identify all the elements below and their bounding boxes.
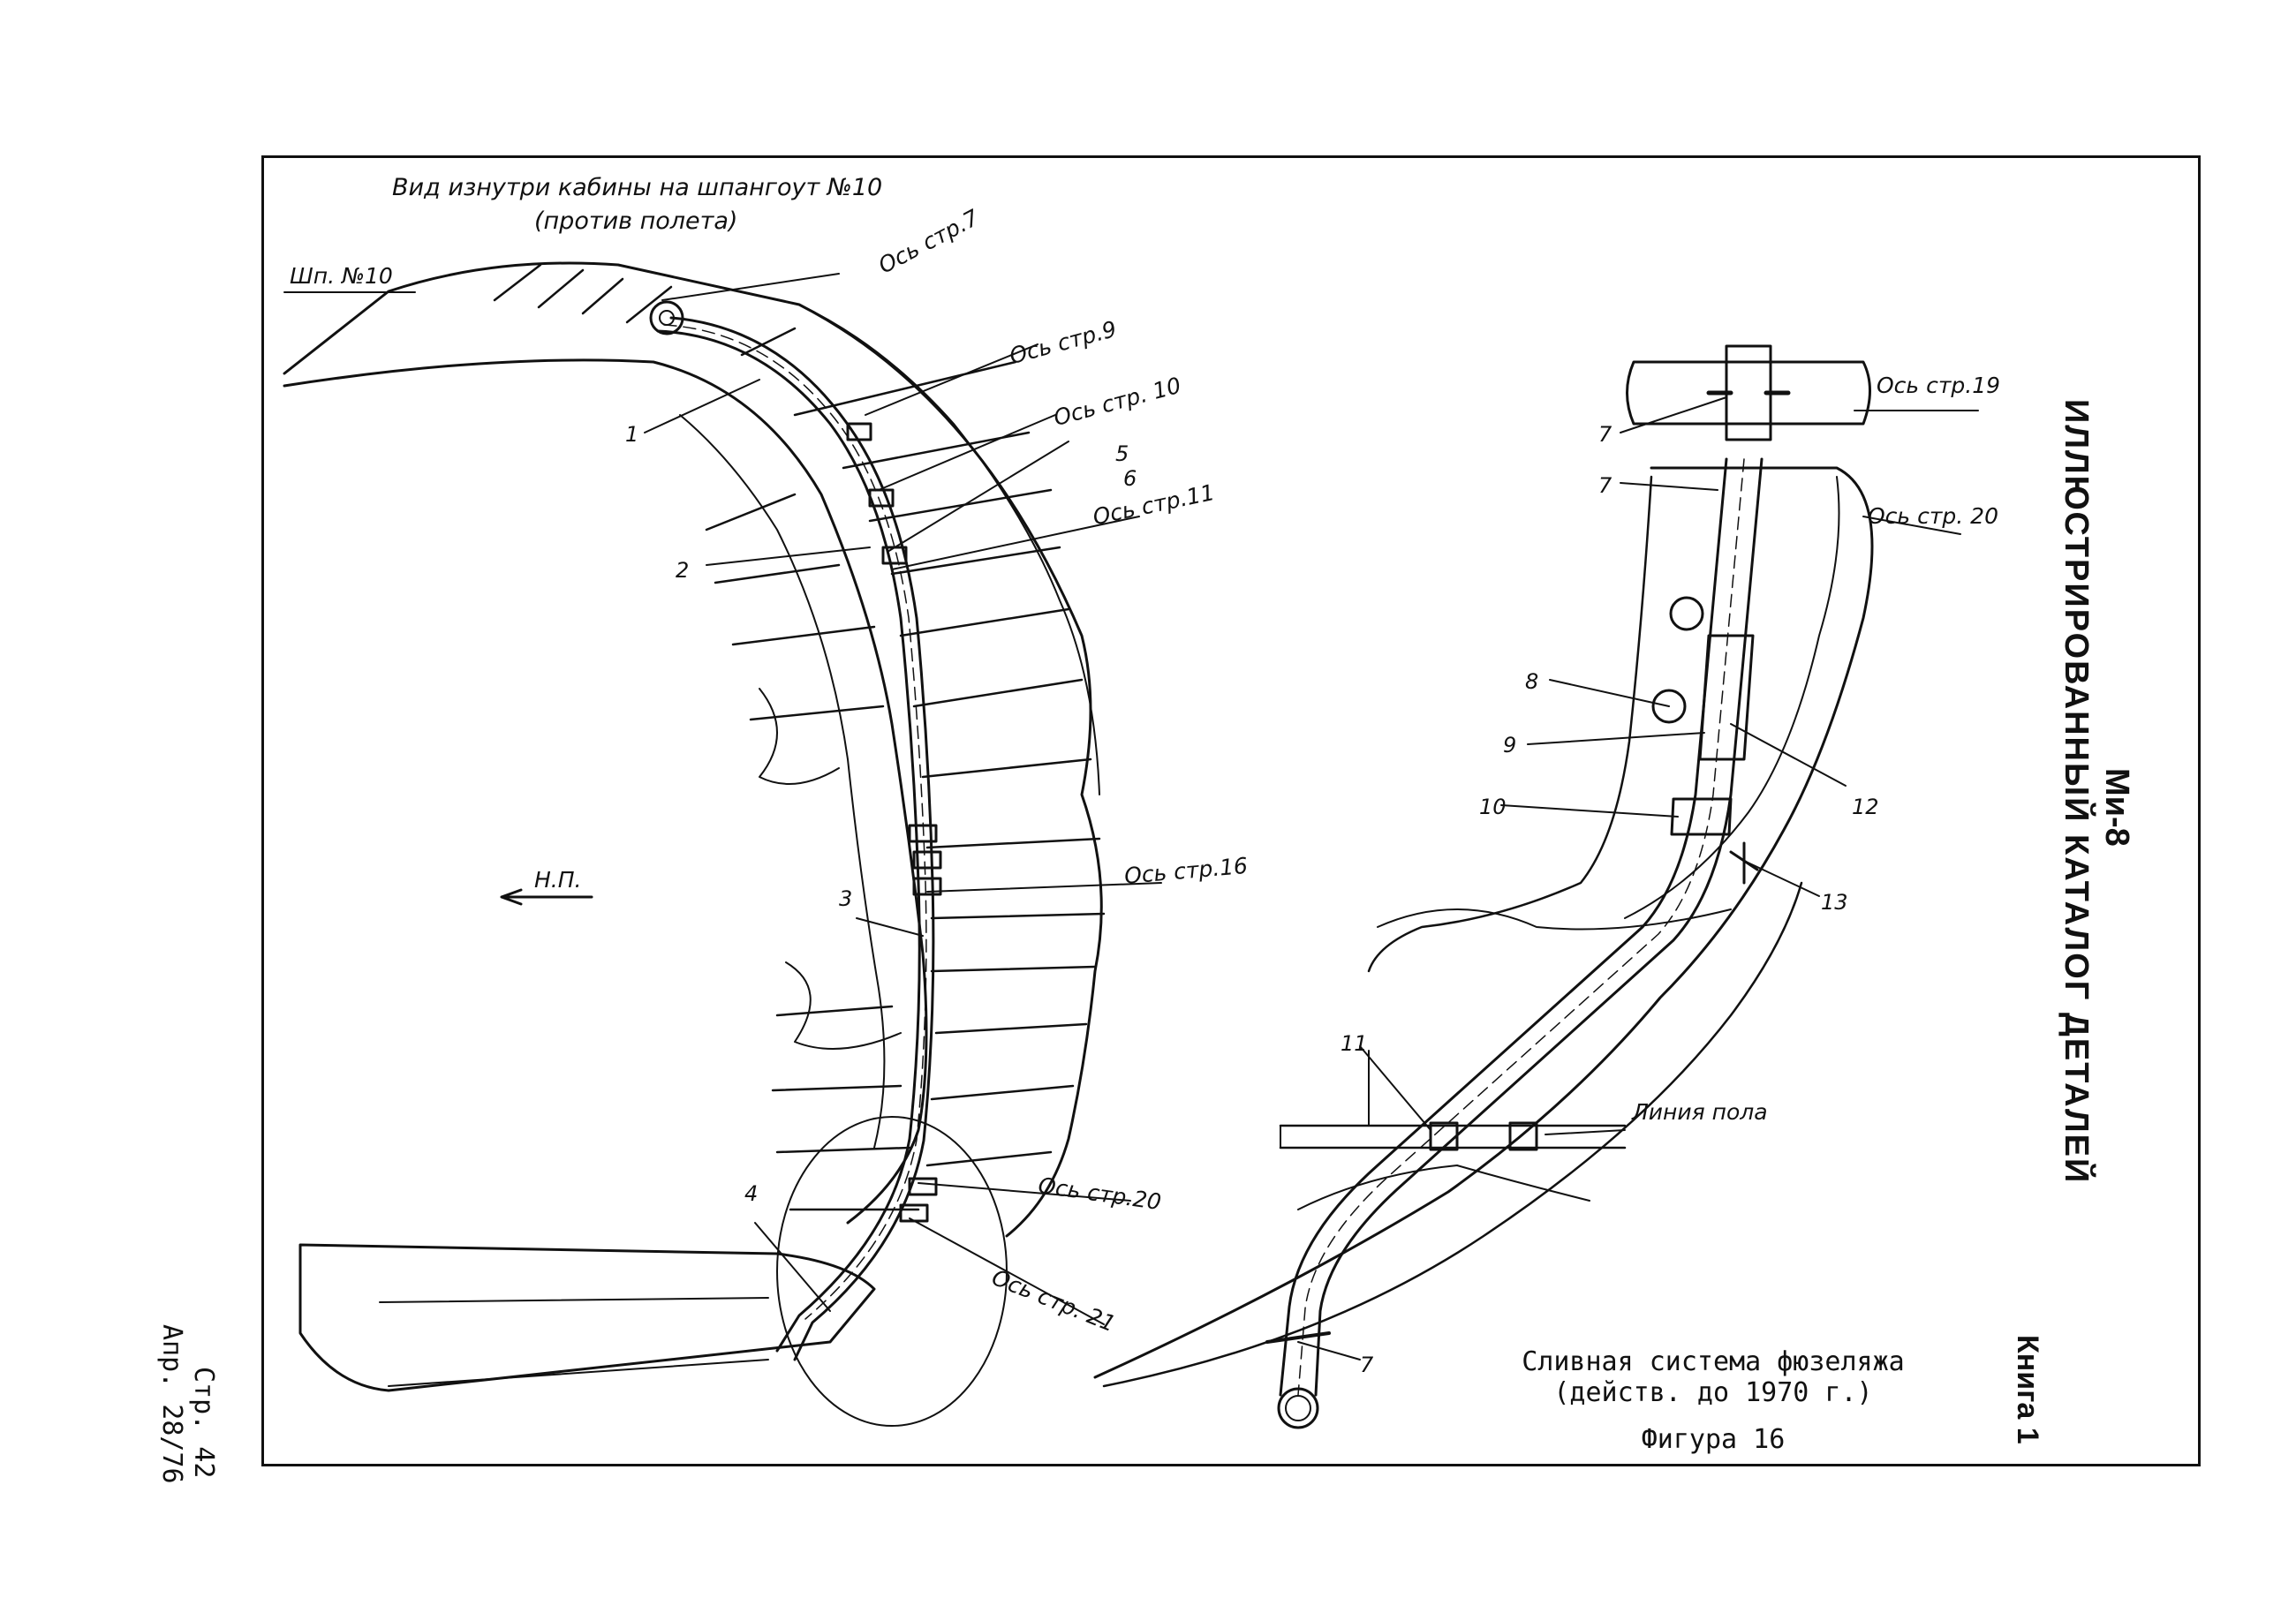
callout-7-bottom: 7 <box>1360 1353 1374 1377</box>
caption-line-1: Сливная система фюзеляжа <box>1522 1346 1905 1377</box>
callout-3: 3 <box>839 886 853 911</box>
clamp-8a <box>1669 596 1704 631</box>
frame-web-edge <box>679 414 886 1149</box>
book-number: Книга 1 <box>2011 1335 2044 1444</box>
callout-2: 2 <box>676 558 690 583</box>
callout-12: 12 <box>1852 795 1879 819</box>
pipe-clamp-10 <box>1670 797 1733 836</box>
cut-line-right <box>1297 1165 1590 1210</box>
callout-13: 13 <box>1821 890 1848 915</box>
drawing-frame <box>261 155 2201 1466</box>
stringers-left <box>493 263 1106 1211</box>
floor-beam-inner <box>379 1297 769 1387</box>
pipe-outlet <box>1277 1387 1319 1429</box>
callout-4: 4 <box>744 1181 759 1206</box>
drain-pipe-left-a <box>656 329 921 1353</box>
skin-seal-bottom <box>1265 1331 1331 1344</box>
fuselage-mid-right <box>1624 476 1840 919</box>
callout-5: 5 <box>1115 441 1129 466</box>
clamp-8b <box>1651 689 1687 724</box>
callout-10: 10 <box>1479 795 1507 819</box>
pipe-bracket-top <box>649 300 684 335</box>
page-number: Стр. 42 <box>188 1367 219 1479</box>
floor-beam <box>298 1243 876 1392</box>
cabin-cut-lower <box>785 961 902 1050</box>
callout-1: 1 <box>625 422 639 447</box>
caption-line-2: (действ. до 1970 г.) <box>1553 1377 1873 1408</box>
figure-number: Фигура 16 <box>1641 1424 1786 1455</box>
callout-11: 11 <box>1341 1031 1368 1056</box>
fitting-13 <box>1729 841 1759 885</box>
drain-pipe-right-center <box>1297 458 1745 1396</box>
callout-6: 6 <box>1123 466 1137 491</box>
callout-7-mid: 7 <box>1598 473 1612 498</box>
frame-outer-contour <box>283 261 1103 1238</box>
view-subtitle: (против полета) <box>534 207 738 235</box>
frame-inner-contour <box>283 358 928 1225</box>
upper-fitting-ring <box>1725 344 1772 441</box>
callout-7-top: 7 <box>1598 422 1612 447</box>
floor-line-right <box>1279 1124 1627 1149</box>
figure-caption: Сливная система фюзеляжа (действ. до 197… <box>1501 1346 1925 1455</box>
leader-lines-left <box>283 273 1162 1325</box>
drain-pipe-right-b <box>1314 457 1764 1397</box>
revision-date: Апр. 28/76 <box>156 1324 187 1484</box>
skin-flange <box>798 304 1100 795</box>
callout-8: 8 <box>1525 669 1539 694</box>
cabin-cut-upper <box>759 688 840 785</box>
model-name: Ми-8 <box>2098 768 2135 847</box>
label-floor-line: Линия пола <box>1632 1099 1768 1125</box>
label-axis-str-20-right: Ось стр. 20 <box>1868 503 1998 529</box>
floor-seal <box>1429 1121 1538 1151</box>
drain-pipe-right-a <box>1279 457 1728 1397</box>
pipe-sleeve-upper <box>1698 634 1755 761</box>
label-np: Н.П. <box>534 867 582 893</box>
catalog-title: ИЛЛЮСТРИРОВАННЫЙ КАТАЛОГ ДЕТАЛЕЙ <box>2058 399 2095 1185</box>
drain-pipe-left-center <box>663 324 927 1320</box>
skin-bottom-right <box>1102 881 1803 1388</box>
fuselage-inner-right <box>1367 475 1653 973</box>
fuselage-outer-right <box>1093 466 1874 1379</box>
drain-pipe-left-b <box>669 316 935 1361</box>
view-title: Вид изнутри кабины на шпангоут №10 <box>392 174 883 201</box>
callout-9: 9 <box>1503 733 1517 758</box>
label-frame-10: Шп. №10 <box>290 263 393 289</box>
upper-fitting <box>1626 360 1871 426</box>
np-arrow <box>500 888 593 906</box>
leader-lines-right <box>1297 396 1979 1360</box>
label-axis-str-19: Ось стр.19 <box>1877 373 2001 398</box>
detail-circle <box>776 1116 1008 1427</box>
floor-step-right <box>1280 1050 1370 1149</box>
